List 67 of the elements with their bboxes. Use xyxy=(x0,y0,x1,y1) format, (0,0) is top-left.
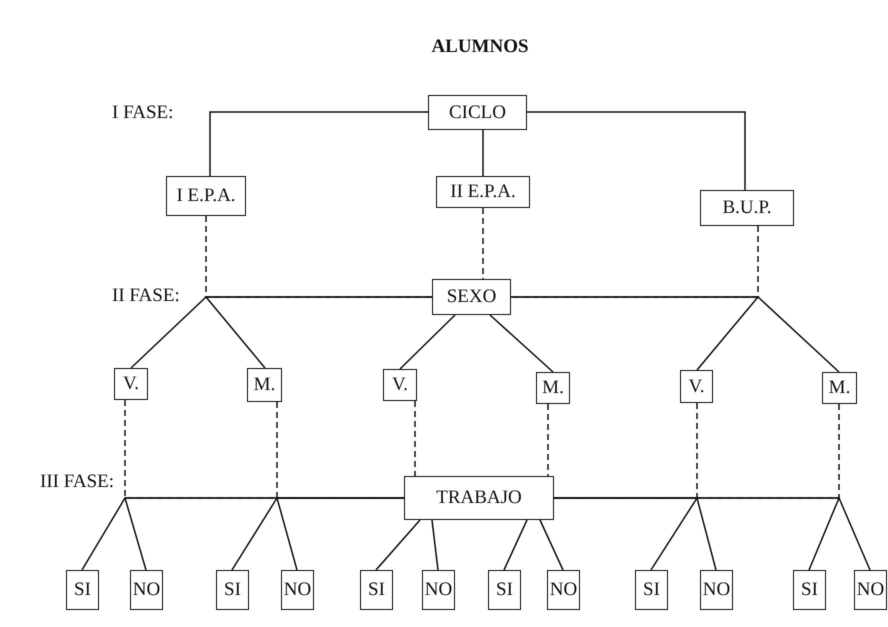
node-label: SI xyxy=(74,579,91,601)
diagram-title: ALUMNOS xyxy=(430,36,530,58)
category-box xyxy=(404,476,554,520)
connector-line xyxy=(399,314,456,370)
connector-line xyxy=(511,296,840,373)
node-label: SI xyxy=(643,579,660,601)
node-label: SI xyxy=(496,579,513,601)
category-box xyxy=(66,570,99,610)
category-box xyxy=(130,570,163,610)
dashed-connector xyxy=(547,404,549,476)
node-label: M. xyxy=(254,374,276,396)
connector-line xyxy=(482,130,484,176)
category-box xyxy=(360,570,393,610)
phase-label: I FASE: xyxy=(112,102,174,124)
connector-line xyxy=(431,520,439,570)
connector-line xyxy=(539,520,564,570)
node-label: NO xyxy=(132,579,160,601)
category-box xyxy=(488,570,521,610)
connector-line xyxy=(503,520,528,570)
category-box xyxy=(422,570,455,610)
phase-label: III FASE: xyxy=(40,471,114,493)
node-label: M. xyxy=(542,377,564,399)
node-label: NO xyxy=(550,579,578,601)
node-label: NO xyxy=(424,579,452,601)
connector-line xyxy=(204,296,432,368)
node-label: NO xyxy=(284,579,312,601)
connector-line xyxy=(375,520,421,570)
category-box xyxy=(536,372,570,404)
node-label: SEXO xyxy=(446,286,496,308)
dashed-connector xyxy=(414,401,416,476)
node-label: M. xyxy=(828,377,850,399)
category-box xyxy=(216,570,249,610)
node-label: B.U.P. xyxy=(722,197,772,219)
dashed-connector xyxy=(482,208,484,279)
category-box xyxy=(114,368,148,400)
node-label: CICLO xyxy=(449,102,506,124)
phase-label: II FASE: xyxy=(112,285,180,307)
node-label: I E.P.A. xyxy=(176,185,236,207)
category-box xyxy=(281,570,314,610)
node-label: NO xyxy=(856,579,884,601)
category-box xyxy=(700,190,794,226)
category-box xyxy=(700,570,733,610)
node-label: TRABAJO xyxy=(436,487,522,509)
node-label: V. xyxy=(688,376,705,398)
node-label: II E.P.A. xyxy=(450,181,516,203)
connector-line xyxy=(209,111,428,176)
category-box xyxy=(635,570,668,610)
category-box xyxy=(166,176,246,216)
connector-line xyxy=(527,111,746,190)
category-box xyxy=(432,279,511,315)
category-box xyxy=(793,570,826,610)
node-label: SI xyxy=(801,579,818,601)
node-label: NO xyxy=(702,579,730,601)
connector-line xyxy=(276,497,404,570)
category-box xyxy=(680,370,713,403)
node-label: V. xyxy=(122,373,140,395)
connector-line xyxy=(490,314,554,373)
node-label: V. xyxy=(392,374,408,396)
category-box xyxy=(436,176,530,208)
category-box xyxy=(247,368,282,402)
category-box xyxy=(854,570,887,610)
category-box xyxy=(383,369,417,401)
node-label: SI xyxy=(368,579,385,601)
node-label: SI xyxy=(224,579,241,601)
category-box xyxy=(428,95,527,130)
category-box xyxy=(547,570,580,610)
category-box xyxy=(822,372,857,404)
